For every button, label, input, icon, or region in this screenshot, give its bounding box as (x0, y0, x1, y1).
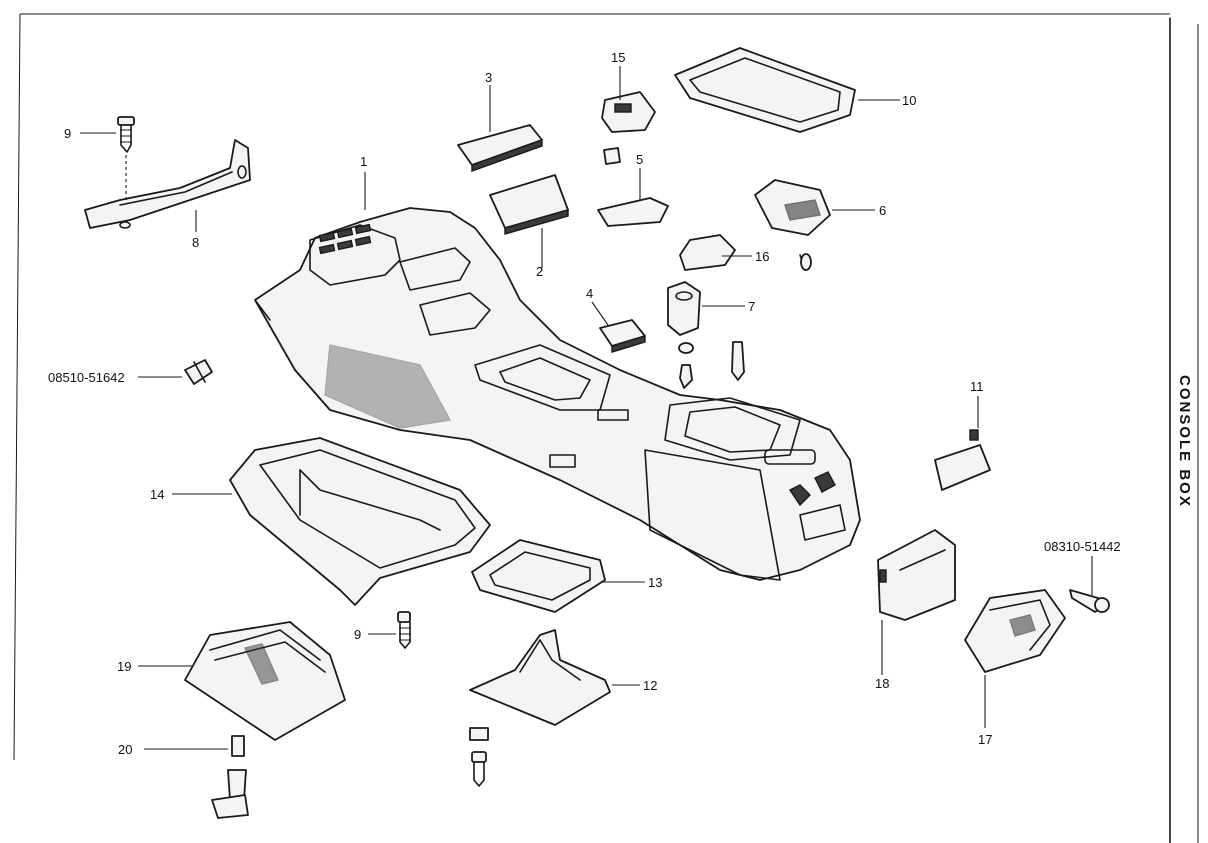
callout-labels: 1 2 3 4 5 6 7 8 9 9 10 11 12 13 14 15 16… (48, 50, 1121, 757)
bracket-part-16 (679, 234, 736, 271)
callout-8: 8 (192, 235, 199, 250)
clip-part-4 (599, 319, 646, 353)
callout-14: 14 (150, 487, 164, 502)
callout-2: 2 (536, 264, 543, 279)
bracket-part-18 (877, 529, 956, 621)
section-title: CONSOLE BOX (1176, 375, 1193, 508)
callout-3: 3 (485, 70, 492, 85)
callout-screw-08510-51642: 08510-51642 (48, 370, 125, 385)
callout-4: 4 (586, 286, 593, 301)
lock-assembly-part-6 (754, 179, 831, 271)
callout-15: 15 (611, 50, 625, 65)
page-frame (13, 13, 1199, 843)
gasket-part-13 (471, 539, 606, 613)
callout-13: 13 (648, 575, 662, 590)
leader-lines (80, 66, 1093, 750)
screw-08310-51442 (1069, 589, 1110, 613)
callout-12: 12 (643, 678, 657, 693)
pad-part-2 (489, 174, 569, 235)
callout-6: 6 (879, 203, 886, 218)
callout-5: 5 (636, 152, 643, 167)
callout-9-top: 9 (64, 126, 71, 141)
callout-screw-08310-51442: 08310-51442 (1044, 539, 1121, 554)
grip-handle-part-8 (84, 139, 251, 229)
shift-cover-part-19 (184, 621, 346, 741)
tray-part-14 (229, 437, 491, 606)
callout-17: 17 (978, 732, 992, 747)
pad-part-3 (457, 124, 543, 172)
ashtray-part-17 (964, 589, 1066, 673)
console-body-part-1 (254, 207, 861, 581)
screw-part-9-bottom (397, 611, 411, 649)
callout-7: 7 (748, 299, 755, 314)
callout-16: 16 (755, 249, 769, 264)
callout-19: 19 (117, 659, 131, 674)
clip-part-11 (934, 429, 991, 491)
screw-08510-51642 (184, 359, 213, 385)
callout-20: 20 (118, 742, 132, 757)
shift-boot-part-12 (469, 629, 611, 787)
cover-plate-part-5 (597, 197, 669, 227)
console-vent-slots (318, 223, 372, 255)
hinge-bracket-part-15 (601, 91, 656, 165)
armrest-lid-part-10 (674, 47, 856, 133)
screw-part-9-top (117, 116, 135, 200)
callout-1: 1 (360, 154, 367, 169)
latch-part-7 (667, 281, 745, 389)
callout-9-bottom: 9 (354, 627, 361, 642)
callout-10: 10 (902, 93, 916, 108)
callout-11: 11 (970, 379, 984, 394)
callout-18: 18 (875, 676, 889, 691)
bushing-part-20 (211, 735, 249, 819)
